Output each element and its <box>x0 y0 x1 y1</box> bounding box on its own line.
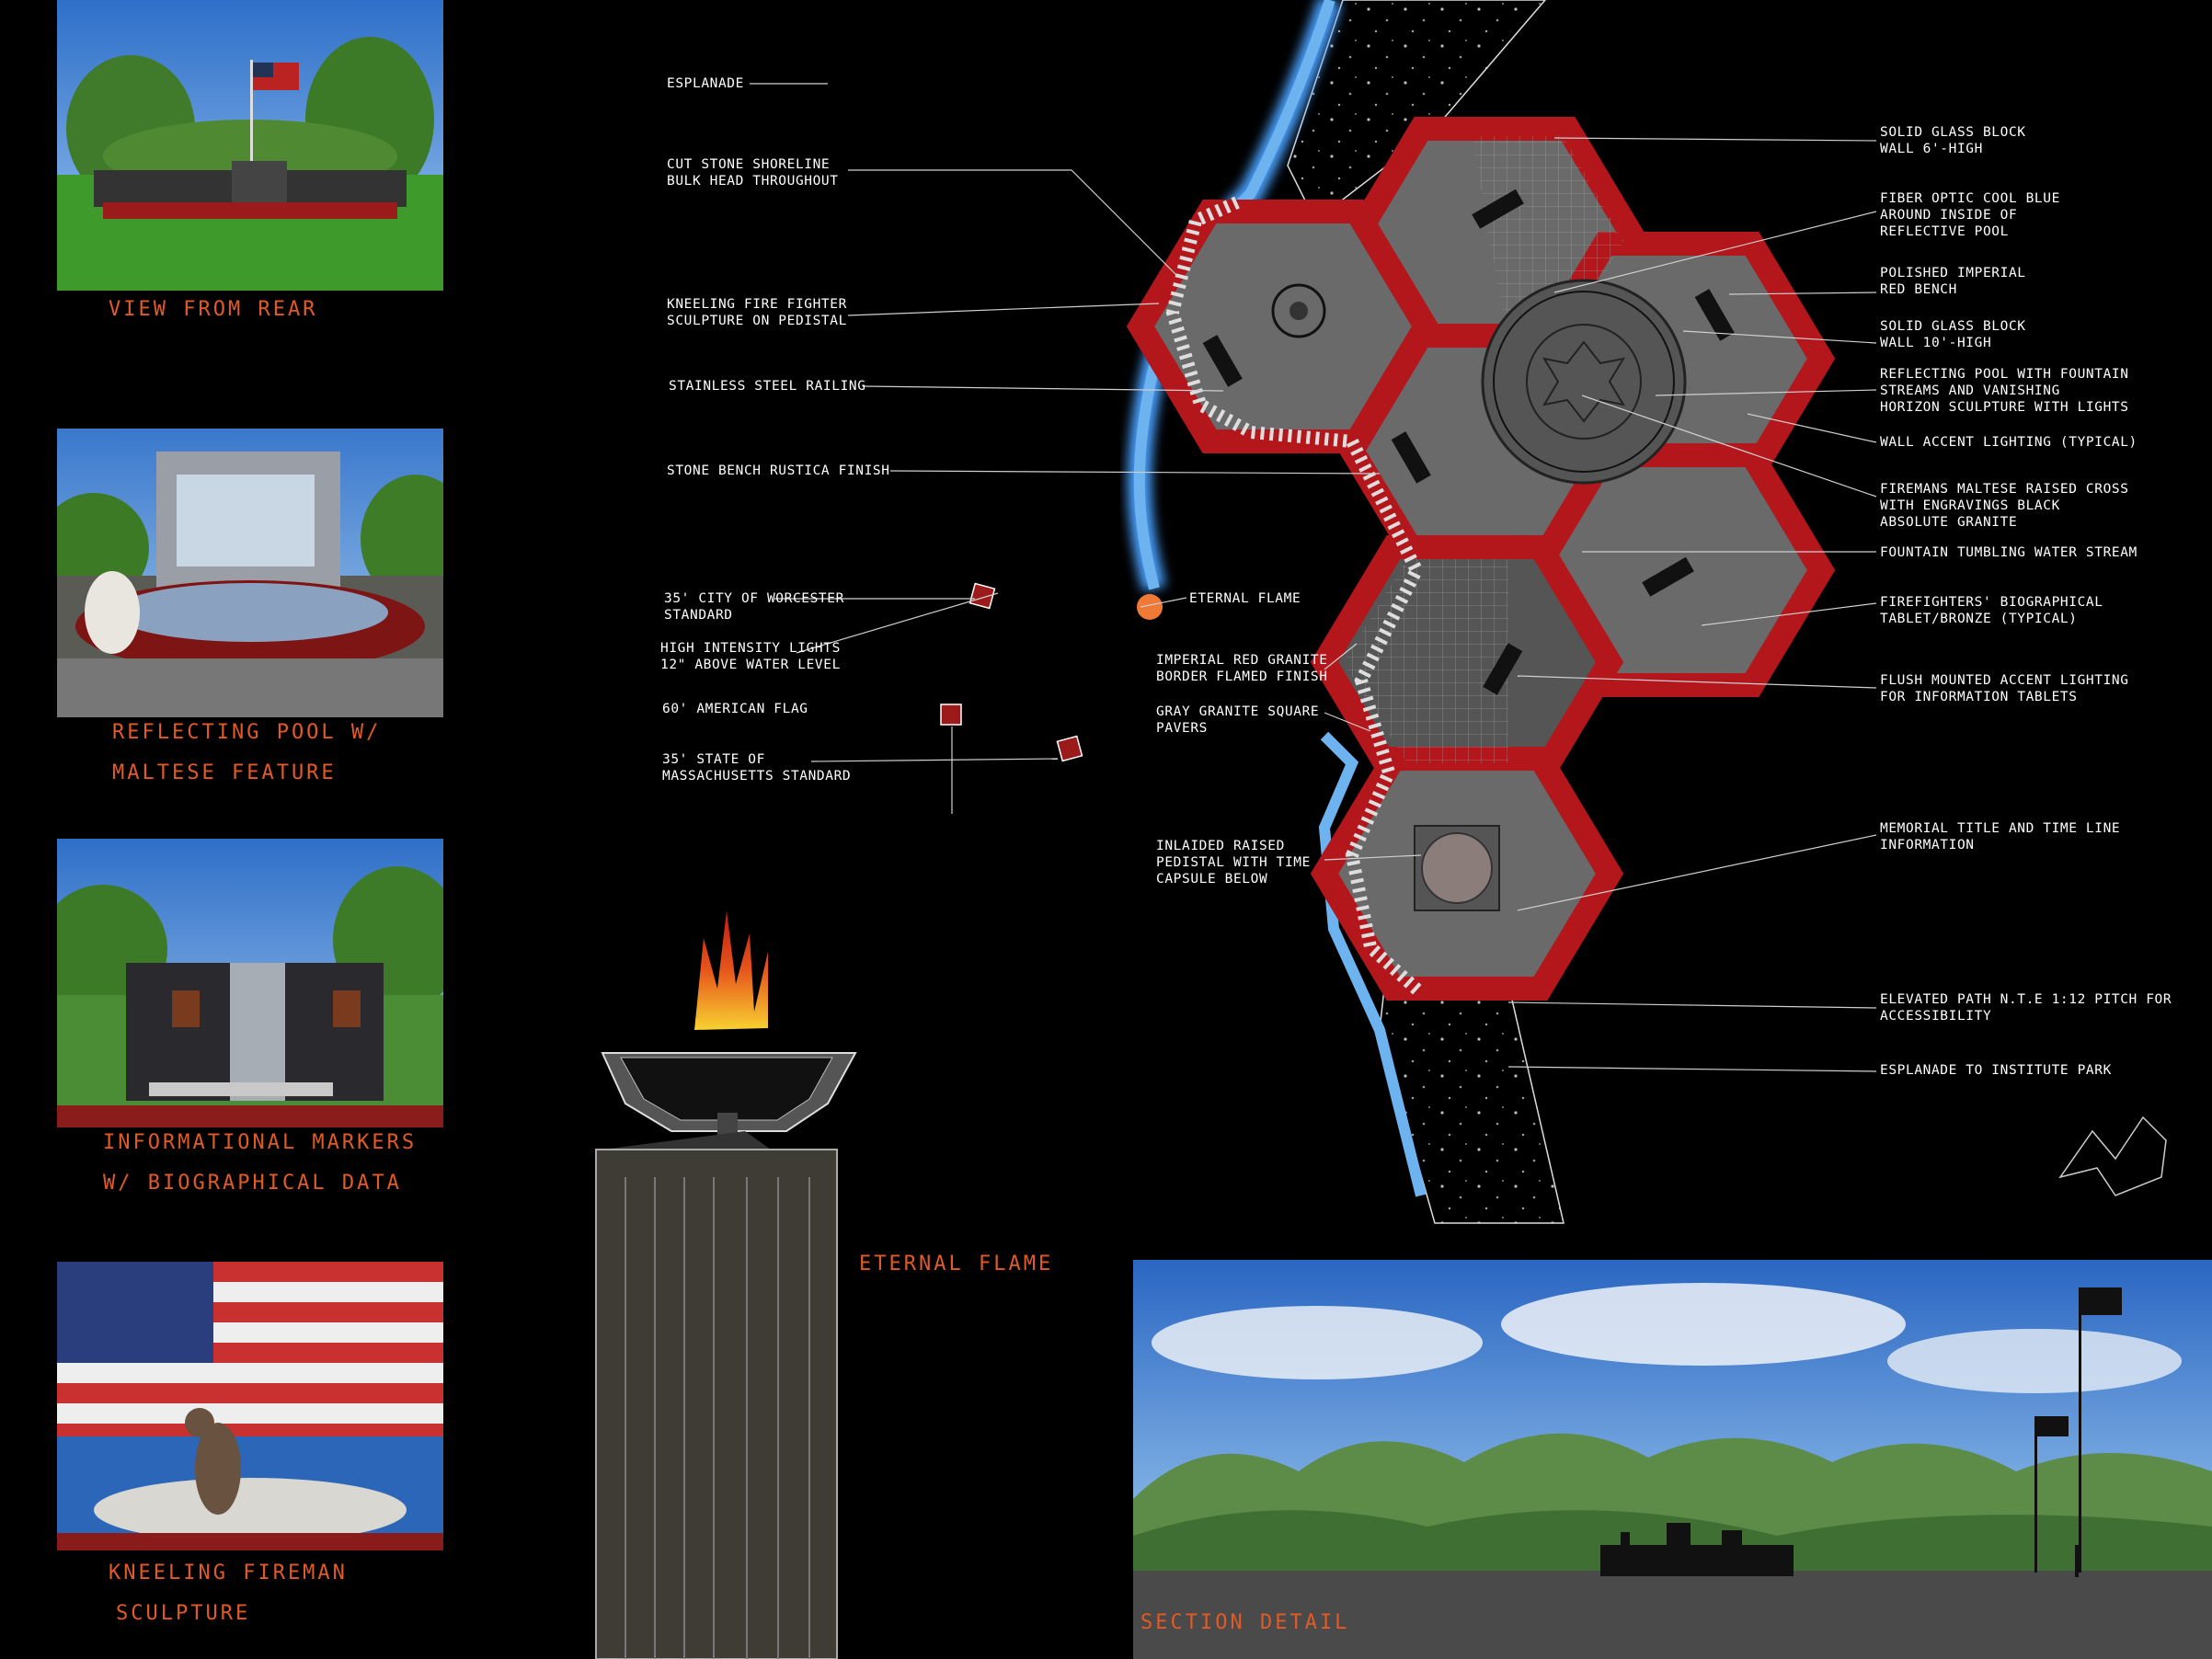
label-reflecting-pool: REFLECTING POOL WITH FOUNTAIN STREAMS AN… <box>1880 367 2129 415</box>
label-fiber-optic: FIBER OPTIC COOL BLUE AROUND INSIDE OF R… <box>1880 191 2060 239</box>
caption-reflecting-pool-2: MALTESE FEATURE <box>112 761 337 784</box>
label-stainless-railing: STAINLESS STEEL RAILING <box>669 379 866 394</box>
label-gray-granite-pavers: GRAY GRANITE SQUARE PAVERS <box>1156 704 1320 736</box>
label-imperial-bench: POLISHED IMPERIAL RED BENCH <box>1880 266 2026 297</box>
label-american-flag: 60' AMERICAN FLAG <box>662 702 808 716</box>
maltese-cross <box>1542 340 1626 423</box>
label-elevated-path: ELEVATED PATH N.T.E 1:12 PITCH FOR ACCES… <box>1880 992 2172 1024</box>
photo-view-from-rear <box>57 0 443 291</box>
label-flush-accent: FLUSH MOUNTED ACCENT LIGHTING FOR INFORM… <box>1880 673 2129 704</box>
caption-kneeling-fireman-1: KNEELING FIREMAN <box>109 1562 348 1585</box>
eternal-flame-elevation <box>595 910 857 1659</box>
title-section-detail: SECTION DETAIL <box>1140 1611 1350 1634</box>
label-glass-block-10: SOLID GLASS BLOCK WALL 10'-HIGH <box>1880 319 2026 350</box>
flame-column <box>595 1149 838 1659</box>
title-eternal-flame: ETERNAL FLAME <box>859 1253 1054 1276</box>
label-eternal-flame-plan: ETERNAL FLAME <box>1189 591 1301 606</box>
label-esplanade-institute: ESPLANADE TO INSTITUTE PARK <box>1880 1063 2112 1078</box>
photo-informational-markers <box>57 839 443 1127</box>
worcester-standard-marker <box>968 582 996 610</box>
label-massachusetts-standard: 35' STATE OF MASSACHUSETTS STANDARD <box>662 752 852 784</box>
caption-info-markers-1: INFORMATIONAL MARKERS <box>103 1131 418 1154</box>
caption-reflecting-pool-1: REFLECTING POOL W/ <box>112 721 382 744</box>
label-inlaided-pedistal: INLAIDED RAISED PEDISTAL WITH TIME CAPSU… <box>1156 839 1311 887</box>
label-memorial-title: MEMORIAL TITLE AND TIME LINE INFORMATION <box>1880 821 2121 852</box>
eternal-flame-marker <box>1137 594 1163 620</box>
label-esplanade: ESPLANADE <box>667 76 744 91</box>
label-wall-accent: WALL ACCENT LIGHTING (TYPICAL) <box>1880 435 2138 450</box>
label-kneeling-fire-fighter: KNEELING FIRE FIGHTER SCULPTURE ON PEDIS… <box>667 297 847 328</box>
mass-standard-marker <box>1056 735 1083 762</box>
label-high-intensity-lights: HIGH INTENSITY LIGHTS 12" ABOVE WATER LE… <box>660 641 841 672</box>
section-flagpole-tall <box>2079 1287 2081 1573</box>
caption-view-from-rear: VIEW FROM REAR <box>109 298 318 321</box>
label-biographical-tablet: FIREFIGHTERS' BIOGRAPHICAL TABLET/BRONZE… <box>1880 595 2103 626</box>
section-detail-rendering <box>1133 1260 2212 1659</box>
label-maltese-cross: FIREMANS MALTESE RAISED CROSS WITH ENGRA… <box>1880 482 2129 530</box>
esplanade-path-top <box>1287 0 1546 223</box>
american-flag-marker <box>940 704 962 726</box>
label-cut-stone-shoreline: CUT STONE SHORELINE BULK HEAD THROUGHOUT <box>667 157 839 189</box>
label-worcester-standard: 35' CITY OF WORCESTER STANDARD <box>664 591 844 623</box>
label-stone-bench: STONE BENCH RUSTICA FINISH <box>667 463 890 478</box>
photo-reflecting-pool <box>57 429 443 717</box>
label-fountain-stream: FOUNTAIN TUMBLING WATER STREAM <box>1880 545 2138 560</box>
time-capsule-pedestal <box>1421 832 1493 904</box>
label-glass-block-6: SOLID GLASS BLOCK WALL 6'-HIGH <box>1880 125 2026 156</box>
label-imperial-red-granite: IMPERIAL RED GRANITE BORDER FLAMED FINIS… <box>1156 653 1328 684</box>
caption-info-markers-2: W/ BIOGRAPHICAL DATA <box>103 1172 402 1195</box>
flame <box>694 910 768 1030</box>
caption-kneeling-fireman-2: SCULPTURE <box>116 1602 251 1625</box>
photo-kneeling-fireman <box>57 1262 443 1550</box>
